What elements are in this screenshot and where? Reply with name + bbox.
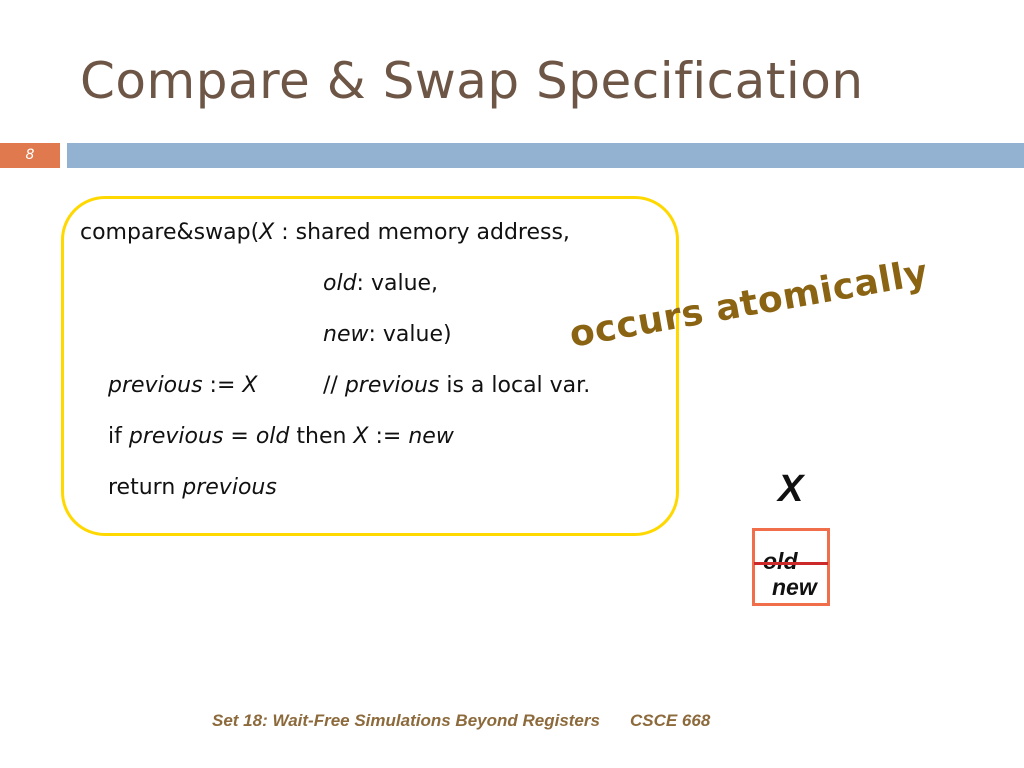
code-line-read: previous := X (108, 373, 258, 398)
code-line-return: return previous (108, 475, 277, 500)
code-line-signature: compare&swap(X : shared memory address, (80, 220, 570, 245)
memory-new-value: new (772, 574, 817, 600)
slide-title: Compare & Swap Specification (80, 52, 864, 110)
code-line-conditional: if previous = old then X := new (108, 424, 454, 449)
header-bar (67, 143, 1024, 168)
memory-old-value: old (763, 548, 798, 574)
strikethrough-line (754, 562, 828, 565)
slide-number: 8 (0, 143, 60, 168)
footer-course-code: CSCE 668 (629, 711, 711, 730)
memory-cell (752, 528, 830, 606)
code-line-old-param: old: value, (323, 271, 439, 296)
memory-label: X (778, 468, 804, 510)
footer-course-set: Set 18: Wait-Free Simulations Beyond Reg… (212, 711, 600, 730)
code-frame (61, 196, 679, 536)
footer: Set 18: Wait-Free Simulations Beyond Reg… (212, 711, 710, 731)
code-line-new-param: new: value) (323, 322, 452, 347)
code-line-comment: // previous is a local var. (323, 373, 591, 398)
